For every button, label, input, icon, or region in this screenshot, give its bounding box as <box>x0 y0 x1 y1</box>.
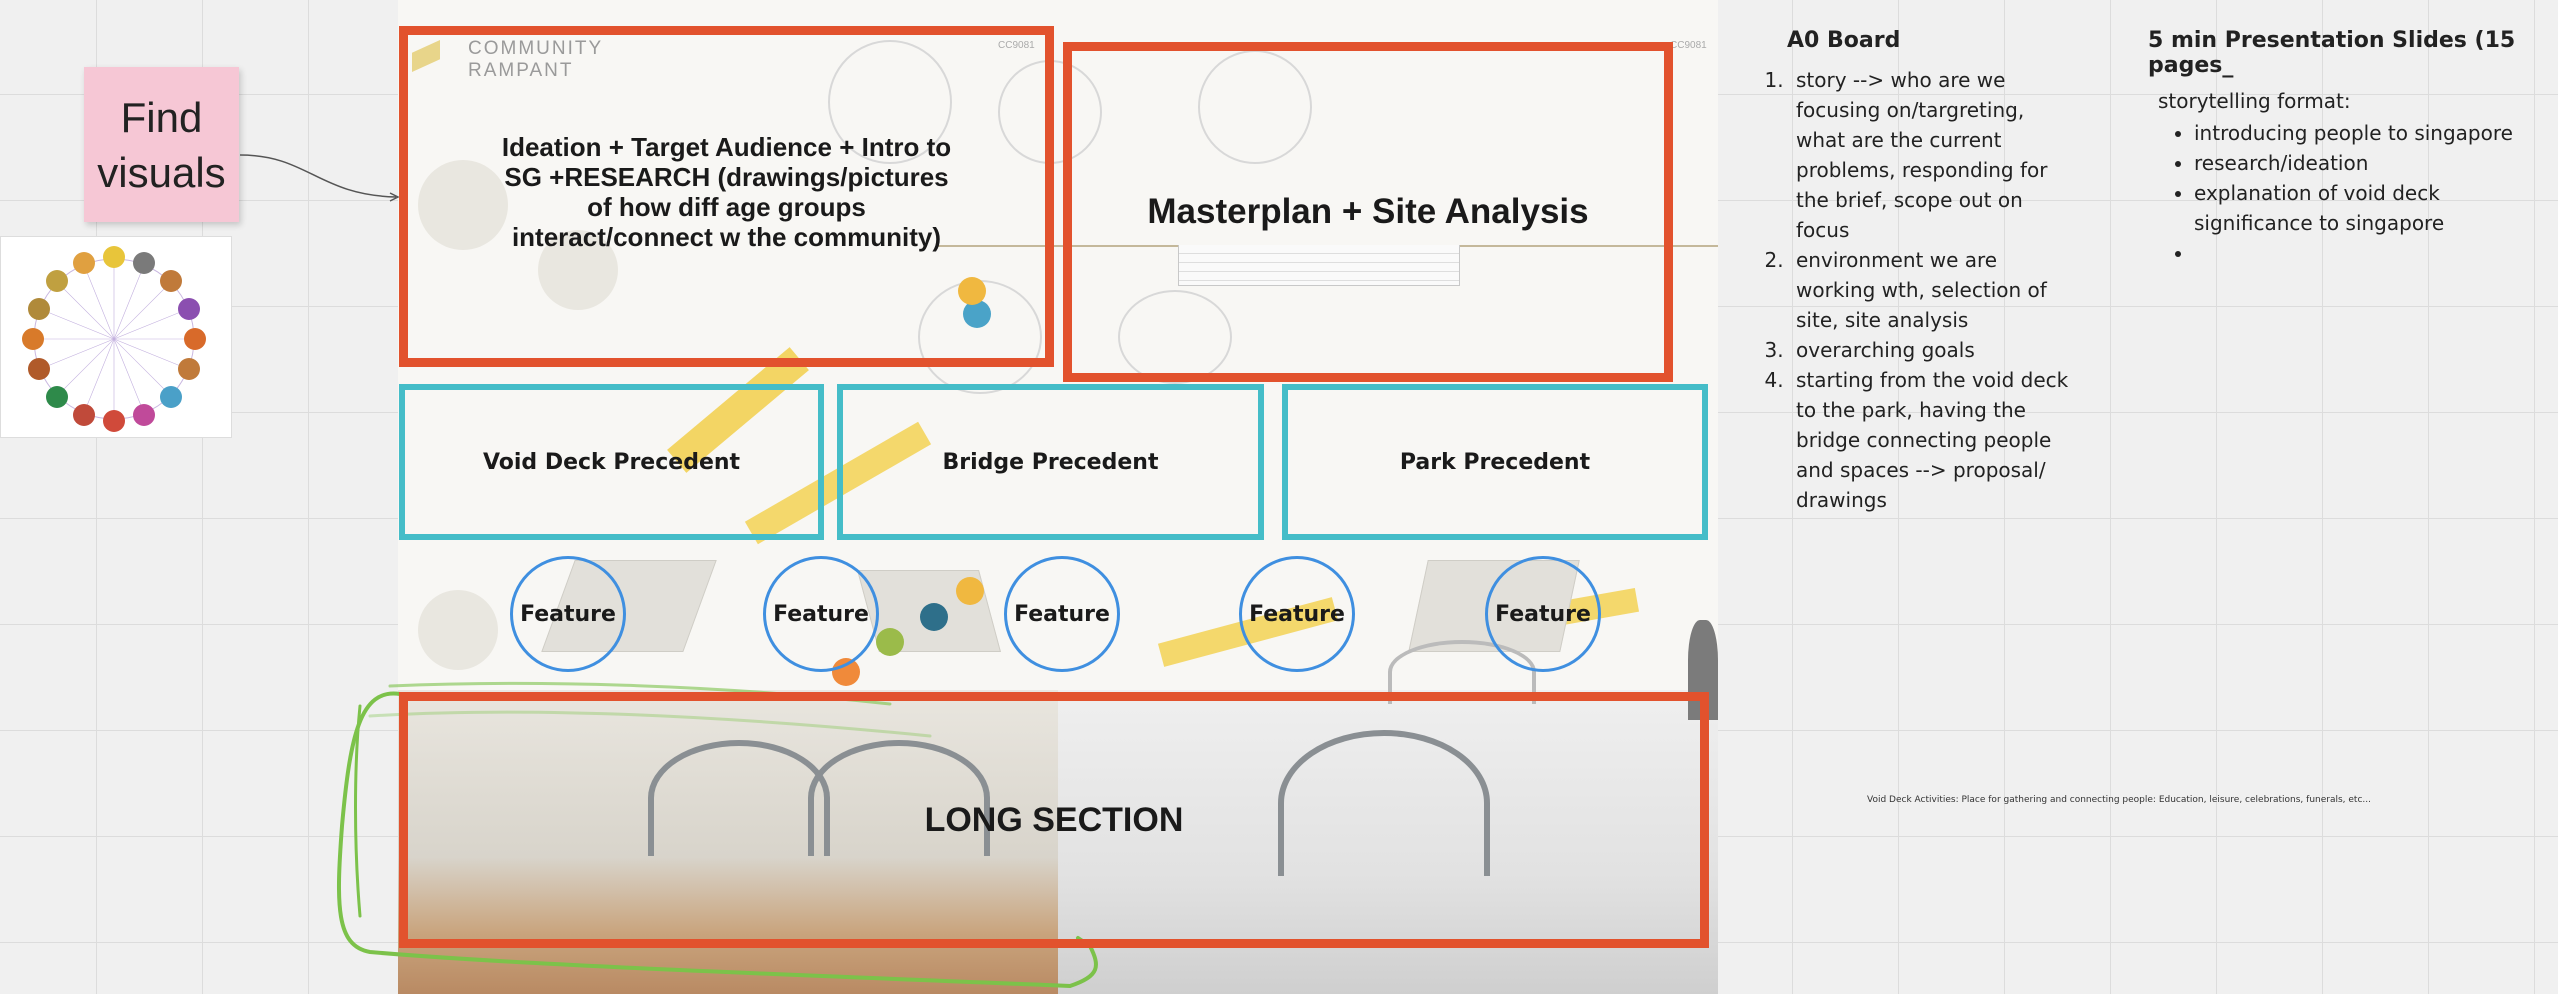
a0-board-heading: A0 Board <box>1787 28 1901 53</box>
park-label: Park Precedent <box>1399 449 1591 475</box>
list-item: research/ideation <box>2194 148 2548 178</box>
board-code-right: CC9081 <box>1670 40 1707 51</box>
slides-bullet-list: introducing people to singapore research… <box>2148 118 2548 268</box>
list-item: explanation of void deck significance to… <box>2194 178 2548 238</box>
masterplan-diagram-circle <box>828 40 952 164</box>
feature-label: Feature <box>1249 601 1345 627</box>
people-icon <box>963 300 991 328</box>
feature-label: Feature <box>520 601 616 627</box>
board-title-line1: COMMUNITY <box>468 38 604 59</box>
connector-arrow[interactable] <box>238 150 400 202</box>
feature-circle-5[interactable]: Feature <box>1485 556 1601 672</box>
pin-icon <box>958 277 986 305</box>
slides-intro: storytelling format: <box>2158 89 2351 113</box>
masterplan-box[interactable]: Masterplan + Site Analysis <box>1063 42 1673 382</box>
sticky-note-text: Find visuals <box>97 93 226 196</box>
sticky-note-find-visuals[interactable]: Find visuals <box>84 67 239 222</box>
list-item: ​ <box>2194 238 2548 268</box>
ideation-box[interactable]: Ideation + Target Audience + Intro to SG… <box>399 26 1054 367</box>
sketch-circle <box>538 230 618 310</box>
sketch-circle <box>418 590 498 670</box>
info-icon <box>920 603 948 631</box>
void-deck-precedent-box[interactable]: Void Deck Precedent <box>399 384 824 540</box>
section-graph <box>1178 245 1460 286</box>
ideation-label: Ideation + Target Audience + Intro to SG… <box>501 131 952 252</box>
slides-heading: 5 min Presentation Slides (15 pages_ <box>2148 28 2516 78</box>
long-section-label: LONG SECTION <box>924 800 1184 839</box>
list-item: story --> who are we focusing on/targret… <box>1790 65 2070 245</box>
bridge-label: Bridge Precedent <box>942 449 1159 475</box>
feature-circle-2[interactable]: Feature <box>763 556 879 672</box>
bridge-precedent-box[interactable]: Bridge Precedent <box>837 384 1264 540</box>
feature-circle-3[interactable]: Feature <box>1004 556 1120 672</box>
a0-board-list: story --> who are we focusing on/targret… <box>1770 65 2070 515</box>
a0-board-notes[interactable]: A0 Board story --> who are we focusing o… <box>1770 28 2070 515</box>
bridge-arch <box>1388 640 1536 704</box>
masterplan-diagram-circle <box>1118 290 1232 384</box>
canopy-arch <box>808 740 990 856</box>
list-item: environment we are working wth, selectio… <box>1790 245 2070 335</box>
canopy-arch <box>1278 730 1490 876</box>
void-deck-activities-note[interactable]: Void Deck Activities: Place for gatherin… <box>1867 795 2371 805</box>
slides-notes[interactable]: 5 min Presentation Slides (15 pages_ sto… <box>2148 28 2548 268</box>
green-freehand-sketch[interactable] <box>330 676 1120 994</box>
board-title-line2: RAMPANT <box>468 60 574 81</box>
masterplan-diagram-circle <box>1198 50 1312 164</box>
bench-icon <box>876 628 904 656</box>
void-deck-label: Void Deck Precedent <box>482 449 741 475</box>
sketch-circle <box>418 160 508 250</box>
feature-label: Feature <box>773 601 869 627</box>
feature-label: Feature <box>1014 601 1110 627</box>
community-wheel-image[interactable] <box>0 236 232 438</box>
feature-circle-1[interactable]: Feature <box>510 556 626 672</box>
park-precedent-box[interactable]: Park Precedent <box>1282 384 1708 540</box>
list-item: overarching goals <box>1790 335 2070 365</box>
masterplan-label: Masterplan + Site Analysis <box>1147 192 1589 231</box>
list-item: starting from the void deck to the park,… <box>1790 365 2070 515</box>
wheel-diagram <box>22 246 206 432</box>
board-code-left: CC9081 <box>998 40 1035 51</box>
list-item: introducing people to singapore <box>2194 118 2548 148</box>
feature-label: Feature <box>1495 601 1591 627</box>
feature-circle-4[interactable]: Feature <box>1239 556 1355 672</box>
long-section-box[interactable]: LONG SECTION <box>399 692 1709 948</box>
fork-icon <box>956 577 984 605</box>
board-title: COMMUNITY RAMPANT <box>468 38 603 82</box>
